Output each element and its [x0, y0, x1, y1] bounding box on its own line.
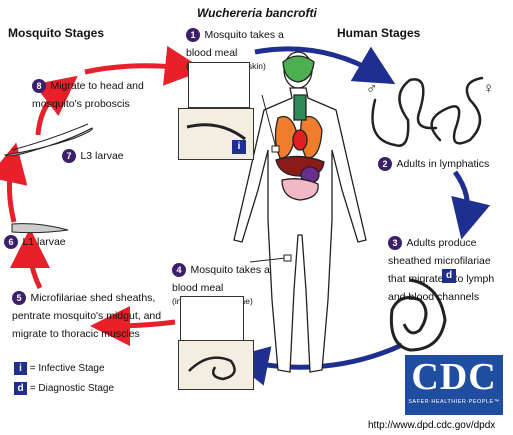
step-label: Microfilariae shed sheaths, pentrate mos… [12, 292, 162, 340]
step-number-badge: 1 [186, 28, 200, 42]
step-label: Mosquito takes a blood meal [172, 264, 270, 294]
cdc-logo-tagline: SAFER·HEALTHIER·PEOPLE™ [408, 399, 500, 405]
human-stages-header: Human Stages [337, 26, 421, 40]
step-label: Migrate to head and mosquito's proboscis [32, 80, 144, 110]
step-label: Adults in lymphatics [396, 158, 490, 170]
step-6: 6 L1 larvae [4, 232, 66, 250]
step-number-badge: 2 [378, 157, 392, 171]
step-number-badge: 7 [62, 149, 76, 163]
microfilaria-coil [389, 278, 447, 352]
female-symbol: ♀ [483, 80, 495, 97]
diagnostic-stage-badge: d [442, 269, 456, 283]
step-number-badge: 5 [12, 291, 26, 305]
step-label: Adults produce sheathed microfilariae th… [388, 237, 495, 303]
blue-arrow-2-to-3 [451, 170, 491, 240]
step-label: L1 larvae [22, 236, 66, 248]
step-number-badge: 6 [4, 235, 18, 249]
step-number-badge: 3 [388, 236, 402, 250]
legend-label: = Diagnostic Stage [29, 383, 114, 394]
blue-arrow-1-to-2 [254, 46, 396, 85]
red-arrow-7-to-8 [33, 75, 78, 136]
infective-stage-badge: i [232, 140, 246, 154]
red-arrow-5-to-6 [10, 228, 51, 290]
l1-larva-shape [11, 223, 69, 234]
mosquito-feeding-panel-bottom [180, 296, 244, 342]
diagram-title: Wuchereria bancrofti [197, 6, 317, 20]
red-arrow-4-to-5 [90, 305, 176, 346]
l3-larvae-shape [3, 127, 93, 157]
legend-label: = Infective Stage [29, 363, 105, 374]
adult-worms [371, 76, 484, 147]
source-url[interactable]: http://www.dpd.cdc.gov/dpdx [368, 420, 496, 431]
cdc-logo: CDC SAFER·HEALTHIER·PEOPLE™ [405, 355, 503, 415]
step-number-badge: 8 [32, 79, 46, 93]
male-symbol: ♂ [366, 80, 378, 97]
microfilaria-panel [178, 340, 254, 390]
red-arrow-6-to-7 [0, 142, 28, 223]
mosquito-feeding-panel-top [188, 62, 250, 108]
infective-legend-icon: i [14, 362, 27, 375]
cdc-logo-letters: CDC [411, 356, 497, 398]
step-7: 7 L3 larvae [62, 146, 124, 164]
blue-arrow-3-to-4 [228, 342, 404, 386]
step-label: Mosquito takes a blood meal [186, 29, 284, 59]
mosquito-stages-header: Mosquito Stages [8, 26, 105, 40]
step-8: 8 Migrate to head and mosquito's probosc… [32, 76, 182, 112]
step-5: 5 Microfilariae shed sheaths, pentrate m… [12, 288, 182, 342]
step-3: 3 Adults produce sheathed microfilariae … [388, 233, 510, 305]
legend-infective: i = Infective Stage [14, 362, 105, 375]
step-label: L3 larvae [80, 150, 124, 162]
legend-diagnostic: d = Diagnostic Stage [14, 382, 114, 395]
step-number-badge: 4 [172, 263, 186, 277]
diagnostic-legend-icon: d [14, 382, 27, 395]
red-arrow-8-to-1 [84, 45, 205, 86]
human-figure [233, 51, 367, 373]
step-2: 2 Adults in lymphatics [378, 154, 489, 172]
